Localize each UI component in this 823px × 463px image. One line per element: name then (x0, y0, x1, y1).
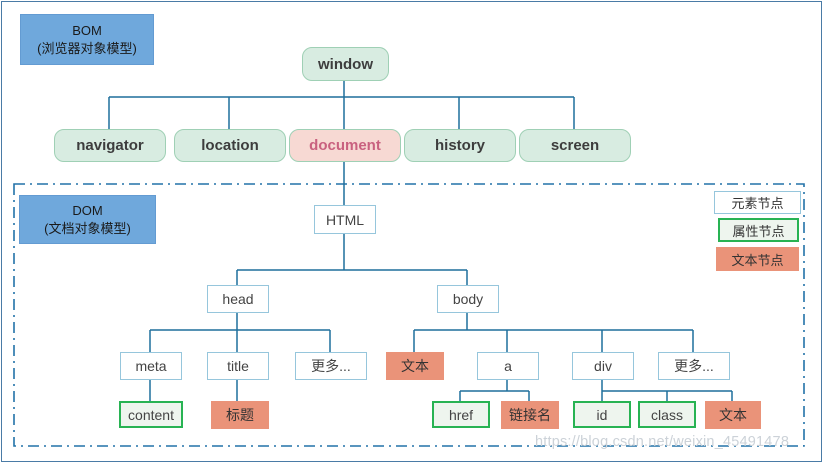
dom-label: DOM (文档对象模型) (19, 195, 156, 244)
node-html: HTML (314, 205, 376, 234)
legend-element-node: 元素节点 (714, 191, 801, 214)
legend-text-node: 文本节点 (716, 247, 799, 271)
legend-attribute-node: 属性节点 (718, 218, 799, 242)
dom-label-title: DOM (72, 202, 103, 218)
bom-label-title: BOM (72, 22, 102, 38)
node-window: window (302, 47, 389, 81)
node-more-body: 更多... (658, 352, 730, 380)
node-div: div (572, 352, 634, 380)
node-body: body (437, 285, 499, 313)
node-content: content (119, 401, 183, 428)
dom-label-subtitle: (文档对象模型) (44, 220, 131, 236)
watermark-url: https://blog.csdn.net/weixin_45491478 (535, 434, 790, 450)
node-location: location (174, 129, 286, 162)
node-text-div: 文本 (705, 401, 761, 429)
node-screen: screen (519, 129, 631, 162)
node-text-body: 文本 (386, 352, 444, 380)
node-id: id (573, 401, 631, 428)
node-a: a (477, 352, 539, 380)
bom-label: BOM (浏览器对象模型) (20, 14, 154, 65)
node-heading: 标题 (211, 401, 269, 429)
node-history: history (404, 129, 516, 162)
node-class: class (638, 401, 696, 428)
node-document: document (289, 129, 401, 162)
node-more-head: 更多... (295, 352, 367, 380)
node-head: head (207, 285, 269, 313)
bom-label-subtitle: (浏览器对象模型) (37, 40, 137, 56)
node-meta: meta (120, 352, 182, 380)
node-navigator: navigator (54, 129, 166, 162)
node-title: title (207, 352, 269, 380)
node-href: href (432, 401, 490, 428)
dom-boundary (13, 183, 805, 447)
node-link-name: 链接名 (501, 401, 559, 429)
